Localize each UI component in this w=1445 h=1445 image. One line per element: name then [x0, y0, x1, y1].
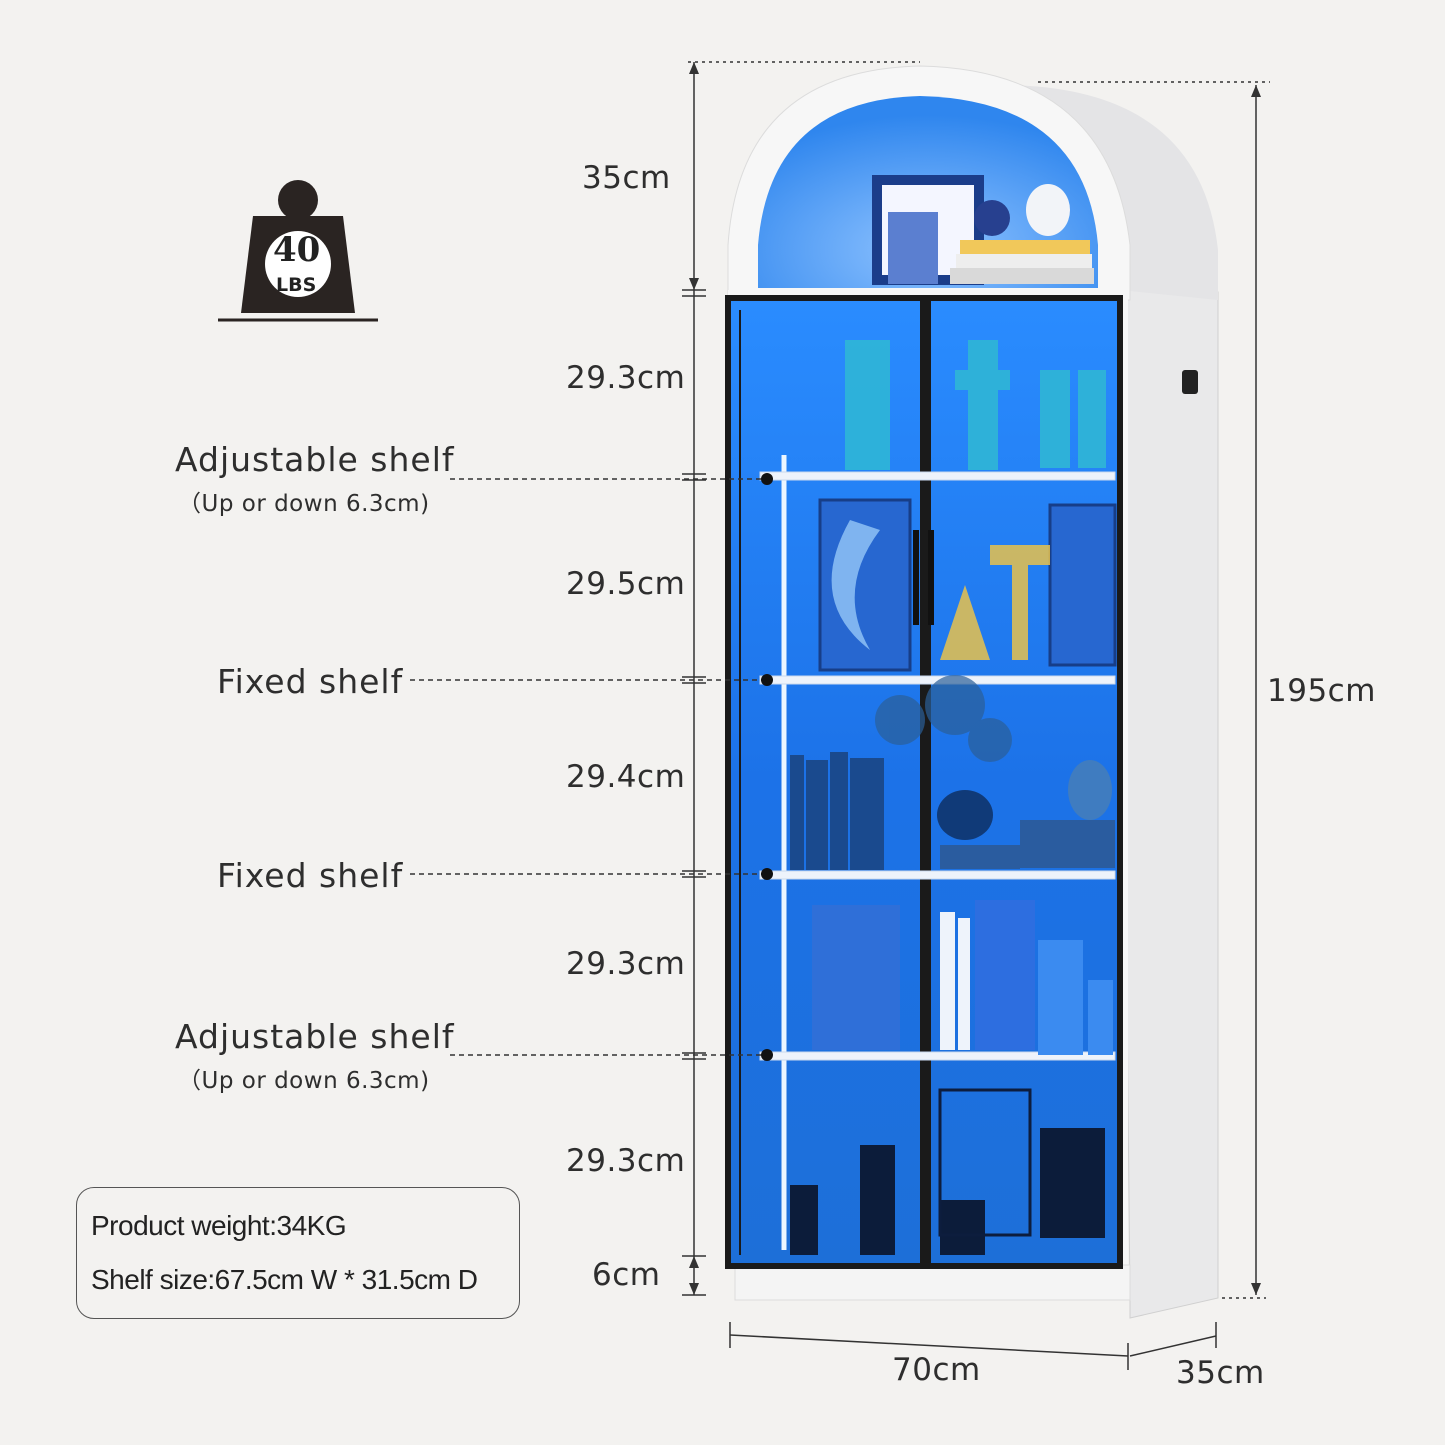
kettlebell-weight-icon	[218, 180, 378, 322]
dim-width: 70cm	[892, 1352, 981, 1388]
weight-unit: LBS	[276, 274, 317, 296]
shelf-note-adjustable-upper: （Up or down 6.3cm)	[178, 491, 430, 517]
weight-badge: 40 LBS	[215, 178, 380, 326]
weight-number: 40	[273, 230, 321, 270]
dim-section-3: 29.4cm	[566, 759, 686, 795]
dim-section-4: 29.3cm	[566, 946, 686, 982]
specs-box: Product weight:34KG Shelf size:67.5cm W …	[76, 1187, 520, 1319]
dim-section-5: 29.3cm	[566, 1143, 686, 1179]
shelf-label-fixed-upper: Fixed shelf	[217, 662, 404, 701]
dim-depth: 35cm	[1176, 1355, 1265, 1391]
dim-section-1: 29.3cm	[566, 360, 686, 396]
shelf-label-fixed-lower: Fixed shelf	[217, 856, 404, 895]
dim-top-section: 35cm	[582, 160, 671, 196]
shelf-size-text: Shelf size:67.5cm W * 31.5cm D	[91, 1264, 478, 1295]
shelf-label-adjustable-lower: Adjustable shelf	[175, 1017, 455, 1056]
product-weight-text: Product weight:34KG	[91, 1210, 347, 1241]
dim-total-height: 195cm	[1267, 673, 1376, 709]
dim-section-2: 29.5cm	[566, 566, 686, 602]
shelf-note-adjustable-lower: （Up or down 6.3cm)	[178, 1068, 430, 1094]
dim-base: 6cm	[592, 1257, 661, 1293]
shelf-label-adjustable-upper: Adjustable shelf	[175, 440, 455, 479]
